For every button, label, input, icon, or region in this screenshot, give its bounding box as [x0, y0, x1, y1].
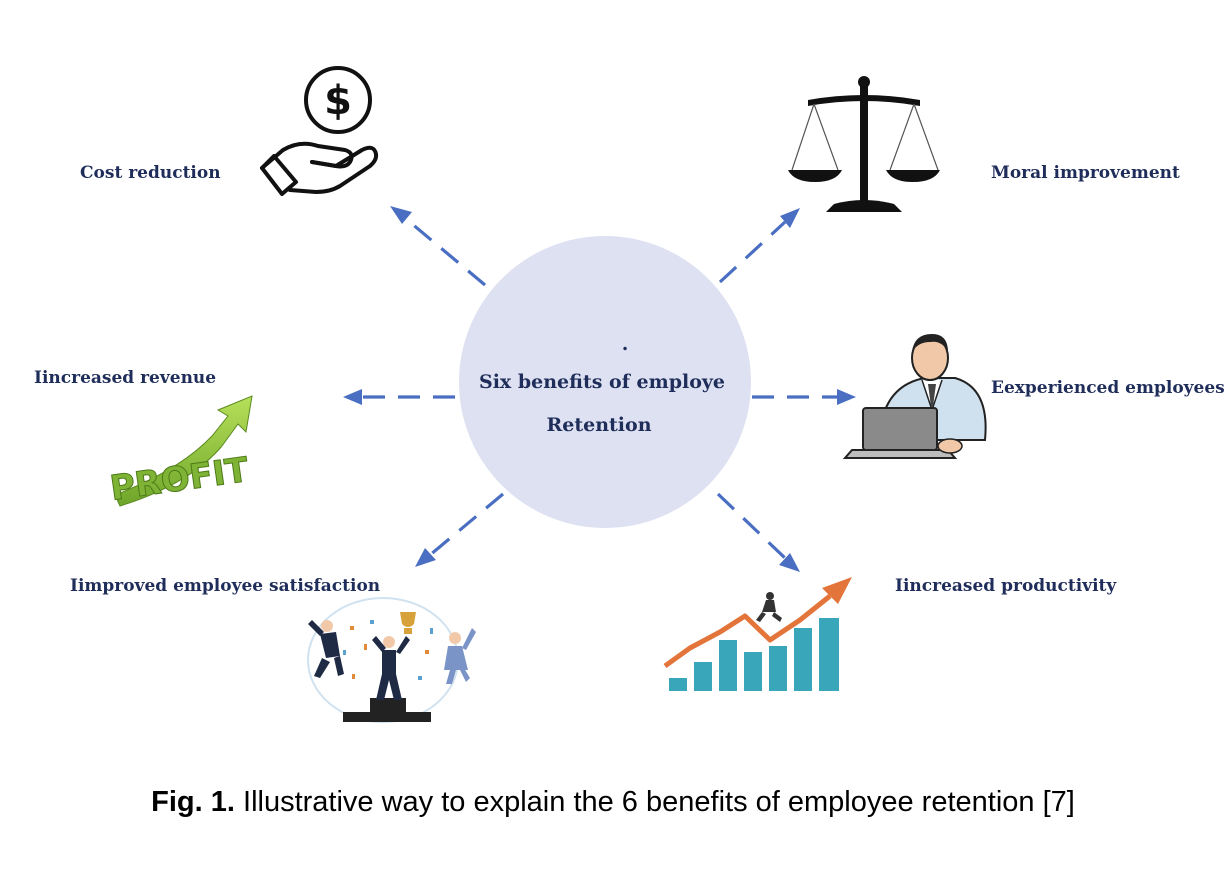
center-circle: [459, 236, 751, 528]
arrow-cost: [390, 206, 487, 287]
center-node: . Six benefits of employe Retention: [459, 236, 751, 528]
arrow-productivity: [716, 492, 800, 572]
label-experienced-employees: Eexperienced employees: [991, 378, 1225, 398]
center-dot: .: [622, 333, 629, 355]
hand-dollar-icon: $: [260, 66, 379, 196]
scales-icon: [788, 76, 940, 212]
label-employee-satisfaction: Iimproved employee satisfaction: [70, 576, 380, 596]
label-increased-productivity: Iincreased productivity: [895, 576, 1117, 596]
label-increased-revenue: Iincreased revenue: [34, 368, 216, 388]
center-title-line2: Retention: [546, 414, 651, 436]
arrow-moral: [718, 208, 800, 284]
figure-caption: Fig. 1. Illustrative way to explain the …: [0, 786, 1226, 819]
arrow-experienced: [752, 389, 856, 405]
center-title-line1: Six benefits of employe: [479, 371, 725, 393]
label-cost-reduction: Cost reduction: [80, 163, 221, 183]
arrows: [343, 206, 856, 572]
label-moral-improvement: Moral improvement: [991, 163, 1180, 183]
employee-laptop-icon: [842, 334, 987, 459]
caption-prefix: Fig. 1.: [151, 786, 235, 818]
celebrating-people-icon: [307, 597, 476, 723]
svg-text:$: $: [324, 78, 352, 124]
benefit-labels: Cost reduction Moral improvement Iincrea…: [34, 163, 1225, 596]
caption-text: Illustrative way to explain the 6 benefi…: [234, 786, 1075, 818]
growth-chart-icon: [663, 577, 852, 691]
arrow-satisfaction: [415, 492, 505, 567]
profit-text: PROFIT: [108, 450, 252, 509]
arrow-revenue: [343, 389, 455, 405]
profit-arrow-icon: PROFIT: [107, 395, 253, 509]
